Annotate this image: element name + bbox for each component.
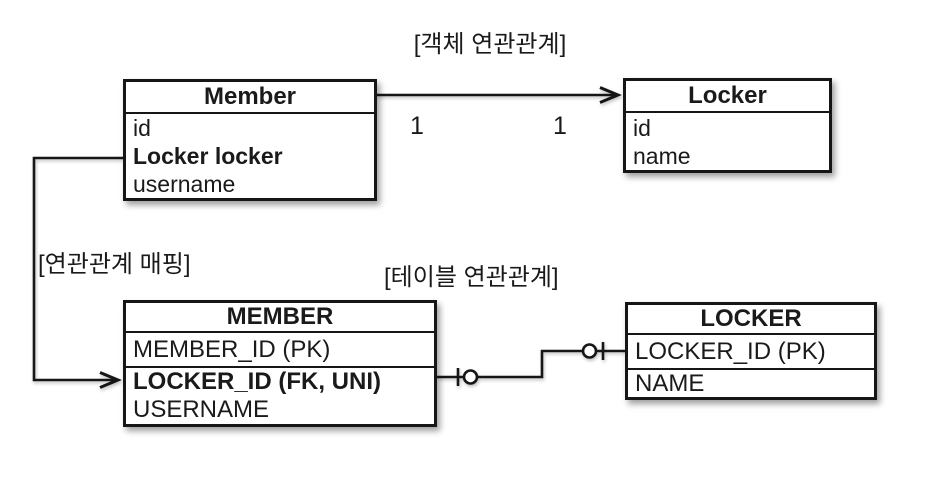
multiplicity-label-locker-side: 1	[553, 112, 567, 140]
member-table-pk-row: MEMBER_ID (PK)	[126, 333, 434, 368]
table-association-title: [테이블 연관관계]	[384, 264, 559, 291]
locker-field-name: name	[633, 142, 691, 169]
locker-class-box: Locker id name	[623, 78, 832, 173]
mapping-arrow	[32, 156, 123, 389]
multiplicity-label-member-side: 1	[410, 112, 424, 140]
member-table-username-row: USERNAME	[133, 396, 270, 423]
locker-table-title: LOCKER	[628, 305, 874, 335]
locker-table-pk-row: LOCKER_ID (PK)	[628, 335, 874, 370]
table-relationship-connector	[437, 342, 625, 386]
member-table-fk-row: LOCKER_ID (FK, UNI)	[133, 368, 381, 395]
zero-marker-locker-side	[581, 343, 598, 359]
locker-table-name-row: NAME	[635, 369, 705, 397]
object-association-title: [객체 연관관계]	[413, 31, 567, 58]
member-class-box: Member id Locker locker username	[123, 79, 377, 201]
member-field-id: id	[133, 114, 151, 141]
member-table-box: MEMBER MEMBER_ID (PK) LOCKER_ID (FK, UNI…	[123, 300, 437, 427]
member-field-username: username	[133, 170, 236, 197]
member-field-locker: Locker locker	[133, 142, 283, 169]
mapping-label: [연관관계 매핑]	[38, 251, 191, 278]
locker-table-box: LOCKER LOCKER_ID (PK) NAME	[625, 302, 877, 400]
object-association-arrow	[377, 86, 622, 104]
locker-field-id: id	[633, 114, 651, 141]
locker-class-title: Locker	[626, 81, 829, 113]
member-table-title: MEMBER	[126, 303, 434, 333]
zero-marker-member-side	[462, 369, 479, 385]
member-class-title: Member	[126, 82, 374, 114]
